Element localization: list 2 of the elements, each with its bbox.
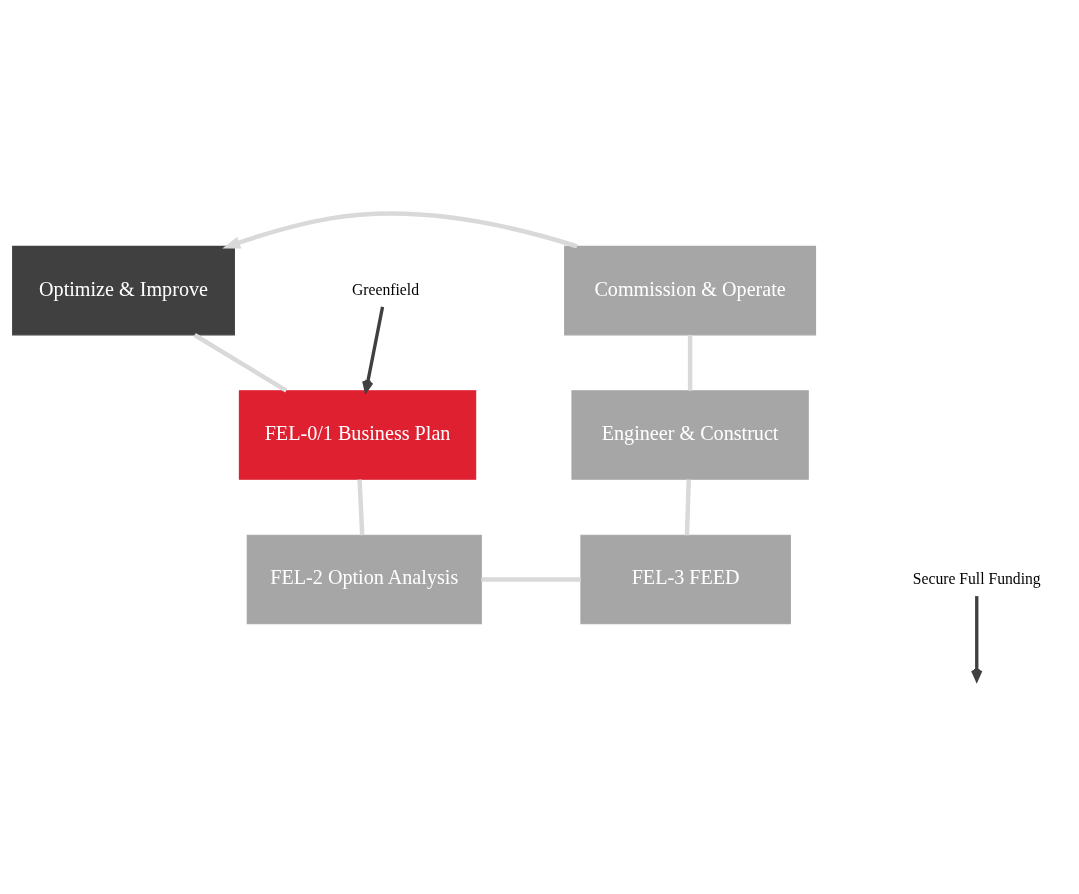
node-text: Secure Full Funding [912, 569, 1041, 587]
node-text: Greenfield [352, 280, 420, 298]
